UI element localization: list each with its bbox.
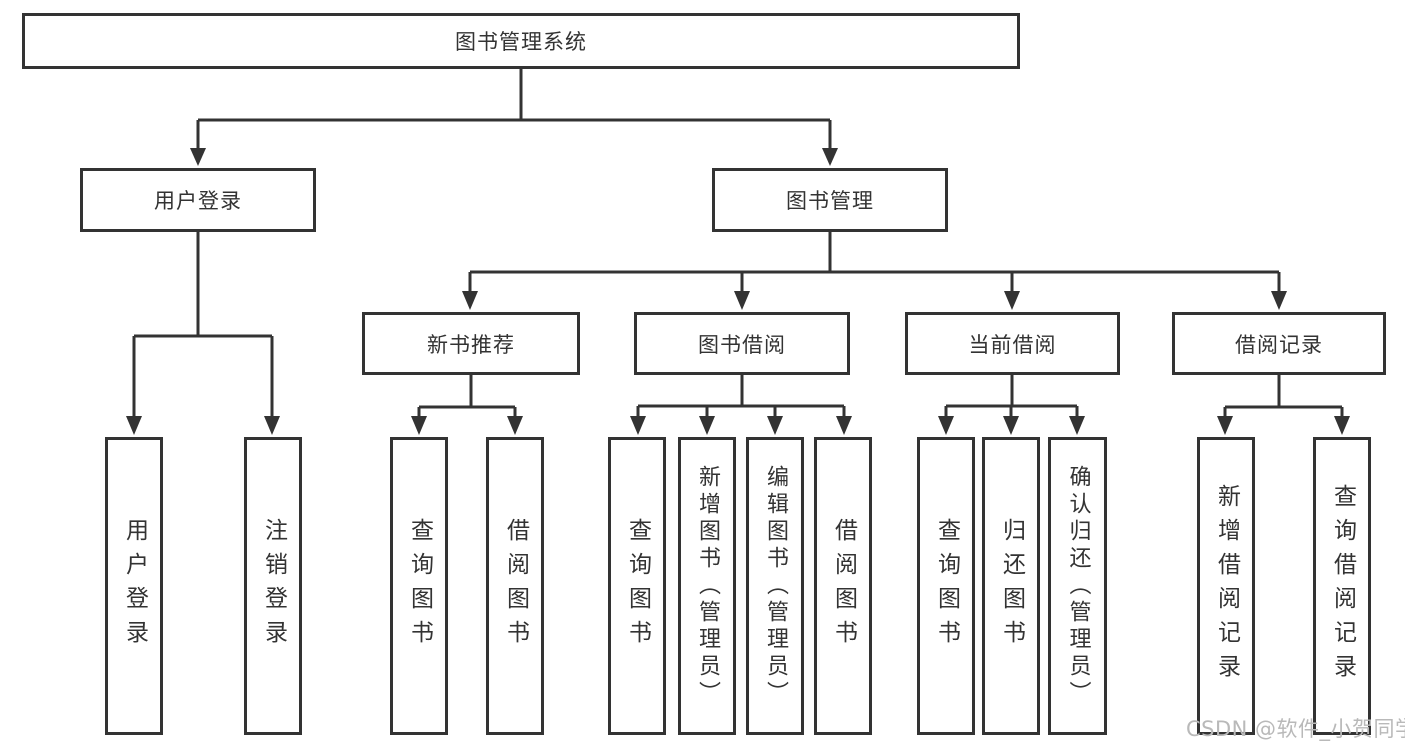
node-book-borrowing-label: 图书借阅 [698, 332, 786, 357]
leaf-user-login: 用户登录 [105, 437, 163, 735]
arrowheads-root-to-level2 [190, 148, 838, 166]
leaf-borrow-books-1: 借阅图书 [486, 437, 544, 735]
leaf-logout-label: 注销登录 [260, 518, 287, 654]
node-root-label: 图书管理系统 [455, 30, 587, 54]
leaf-return-books: 归还图书 [982, 437, 1040, 735]
leaf-confirm-return-admin-label: 确认归还（管理员） [1065, 464, 1091, 708]
connector-new-book [417, 375, 517, 418]
connector-current-borrow [944, 375, 1079, 418]
node-current-borrowing: 当前借阅 [905, 312, 1120, 375]
leaf-query-books-3: 查询图书 [917, 437, 975, 735]
leaf-logout: 注销登录 [244, 437, 302, 735]
leaf-return-books-label: 归还图书 [998, 518, 1025, 654]
connector-user-login [132, 232, 274, 418]
leaf-query-borrow-record: 查询借阅记录 [1313, 437, 1371, 735]
connector-book-borrow [636, 375, 846, 418]
leaf-add-borrow-record-label: 新增借阅记录 [1213, 484, 1240, 688]
leaf-add-books-admin-label: 新增图书（管理员） [695, 464, 720, 708]
leaf-add-books-admin: 新增图书（管理员） [678, 437, 736, 735]
connector-book-management [468, 232, 1281, 293]
leaf-query-books-1-label: 查询图书 [406, 518, 433, 654]
leaf-query-books-1: 查询图书 [390, 437, 448, 735]
leaf-add-borrow-record: 新增借阅记录 [1197, 437, 1255, 735]
leaf-query-books-3-label: 查询图书 [933, 518, 960, 654]
arrowheads-borrow-records [1217, 416, 1350, 435]
arrowheads-book-management [462, 291, 1287, 310]
node-root: 图书管理系统 [22, 13, 1020, 69]
leaf-user-login-label: 用户登录 [121, 518, 148, 654]
leaf-edit-books-admin: 编辑图书（管理员） [746, 437, 804, 735]
node-user-login-label: 用户登录 [154, 189, 242, 213]
arrowheads-user-login [126, 416, 280, 435]
connector-borrow-records [1223, 375, 1344, 418]
connector-root-to-level2 [196, 69, 832, 150]
node-current-borrowing-label: 当前借阅 [968, 332, 1057, 357]
node-borrow-records: 借阅记录 [1172, 312, 1386, 375]
leaf-borrow-books-2-label: 借阅图书 [830, 518, 857, 654]
node-book-management: 图书管理 [712, 168, 948, 232]
leaf-query-books-2: 查询图书 [608, 437, 666, 735]
node-new-book-recommend-label: 新书推荐 [427, 332, 515, 357]
node-book-borrowing: 图书借阅 [634, 312, 850, 375]
arrowheads-book-borrow [630, 416, 852, 435]
leaf-edit-books-admin-label: 编辑图书（管理员） [763, 464, 788, 708]
leaf-confirm-return-admin: 确认归还（管理员） [1048, 437, 1107, 735]
node-borrow-records-label: 借阅记录 [1235, 332, 1323, 357]
node-new-book-recommend: 新书推荐 [362, 312, 580, 375]
leaf-borrow-books-2: 借阅图书 [814, 437, 872, 735]
arrowheads-current-borrow [938, 416, 1085, 435]
arrowheads-new-book [411, 416, 523, 435]
leaf-borrow-books-1-label: 借阅图书 [502, 518, 529, 654]
leaf-query-books-2-label: 查询图书 [624, 518, 651, 654]
leaf-query-borrow-record-label: 查询借阅记录 [1329, 484, 1356, 688]
node-user-login: 用户登录 [80, 168, 316, 232]
node-book-management-label: 图书管理 [786, 189, 874, 213]
csdn-watermark: CSDN @软件_小贺同学 [1186, 717, 1405, 741]
